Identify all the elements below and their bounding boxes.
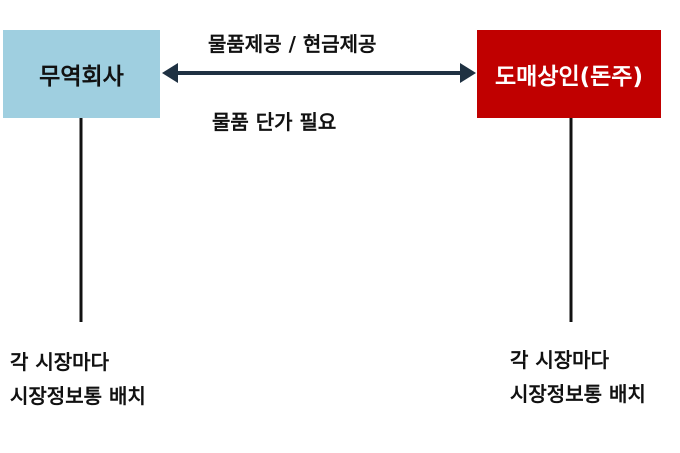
left-note-line1: 각 시장마다: [10, 350, 109, 374]
arrow-top-label: 물품제공 / 현금제공: [208, 32, 377, 56]
arrow-head-right: [460, 63, 476, 83]
trading-company-label: 무역회사: [39, 64, 124, 90]
left-note-line2: 시장정보통 배치: [10, 384, 146, 408]
arrow-bottom-label: 물품 단가 필요: [212, 110, 337, 134]
right-note-line2: 시장정보통 배치: [510, 382, 646, 406]
wholesaler-box: 도매상인(돈주): [477, 30, 661, 118]
right-note: 각 시장마다 시장정보통 배치: [510, 343, 646, 411]
right-note-line1: 각 시장마다: [510, 348, 609, 372]
wholesaler-label: 도매상인(돈주): [495, 64, 643, 90]
arrow-head-left: [162, 63, 178, 83]
left-note: 각 시장마다 시장정보통 배치: [10, 345, 146, 413]
trading-company-box: 무역회사: [3, 30, 160, 118]
